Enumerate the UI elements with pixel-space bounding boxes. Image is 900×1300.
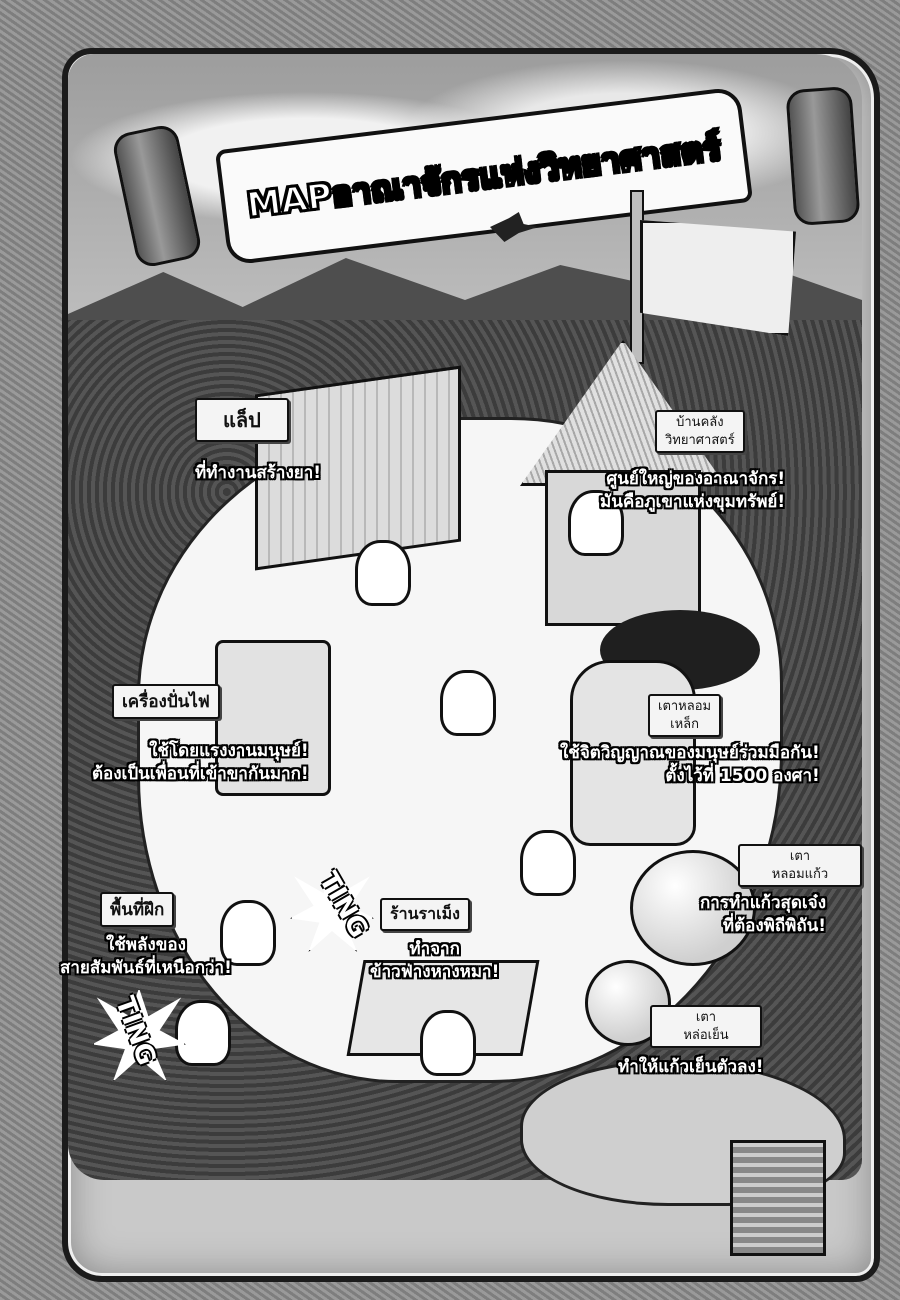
- ramen-shop-caption-line1: ทำจาก: [409, 939, 460, 959]
- glass-furnace: [630, 850, 756, 966]
- glass-furnace-caption-line1: การทำแก้วสุดเจ๋ง: [700, 893, 827, 913]
- storehouse-caption: ศูนย์ใหญ่ของอาณาจักร! มันคือภูเขาแห่งขุม…: [600, 468, 785, 514]
- ramen-shop-caption: ทำจาก ข้าวฟ่างหางหมา!: [370, 938, 499, 984]
- cooling-furnace-label-line2: หล่อเย็น: [683, 1027, 729, 1043]
- training-ground-caption-line1: ใช้พลังของ: [105, 935, 186, 955]
- character-senku: [568, 490, 624, 556]
- ramen-shop-sign: ร้านราเม็ง: [380, 898, 470, 931]
- character-fighter: [175, 1000, 231, 1066]
- storehouse-caption-line2: มันคือภูเขาแห่งขุมทรัพย์!: [600, 491, 786, 512]
- lab-caption: ที่ทำงานสร้างยา!: [195, 463, 322, 483]
- storehouse-caption-line1: ศูนย์ใหญ่ของอาณาจักร!: [606, 469, 786, 489]
- ramen-shop-caption-line2: ข้าวฟ่างหางหมา!: [370, 961, 500, 982]
- cooling-furnace-caption: ทำให้แก้วเย็นตัวลง!: [618, 1057, 764, 1077]
- glass-furnace-caption-line2: ที่ต้องพิถีพิถัน!: [722, 915, 827, 936]
- generator: [215, 640, 331, 796]
- storehouse-sign: บ้านคลัง วิทยาศาสตร์: [655, 410, 745, 454]
- iron-furnace-label-line2: เหล็ก: [670, 716, 699, 732]
- character-ginro: [220, 900, 276, 966]
- generator-caption-line2: ต้องเป็นเพื่อนที่เข้าขากันมาก!: [92, 763, 309, 784]
- storehouse-label-line2: วิทยาศาสตร์: [665, 432, 735, 448]
- iron-furnace: [570, 660, 696, 846]
- iron-furnace-caption-line1: ใช้จิตวิญญาณของมนุษย์ร่วมมือกัน!: [560, 743, 820, 763]
- glass-furnace-label-line1: เตา: [789, 849, 811, 864]
- training-ground-caption-line2: สายสัมพันธ์ที่เหนือกว่า!: [60, 957, 232, 978]
- ramen-shop-label: ร้านราเม็ง: [390, 904, 460, 923]
- glass-furnace-sign: เตา หลอมแก้ว: [738, 844, 862, 888]
- iron-furnace-label-line1: เตาหลอม: [658, 699, 712, 714]
- iron-furnace-caption: ใช้จิตวิญญาณของมนุษย์ร่วมมือกัน! ตั้งไว้…: [560, 742, 820, 788]
- iron-furnace-caption-line2: ตั้งไว้ที่ 1500 องศา!: [665, 765, 820, 786]
- cooling-furnace-label-line1: เตา: [695, 1010, 717, 1025]
- training-ground-sign: พื้นที่ฝึก: [100, 892, 175, 927]
- lab-label: แล็ป: [223, 408, 261, 432]
- training-ground-caption: ใช้พลังของ สายสัมพันธ์ที่เหนือกว่า!: [60, 934, 232, 980]
- generator-caption: ใช้โดยแรงงานมนุษย์! ต้องเป็นเพื่อนที่เข้…: [92, 740, 309, 786]
- lab-sign: แล็ป: [195, 398, 289, 442]
- scroll-roller-right: [785, 85, 861, 227]
- generator-caption-line1: ใช้โดยแรงงานมนุษย์!: [149, 741, 309, 761]
- generator-label: เครื่องปั่นไฟ: [122, 692, 210, 712]
- glass-furnace-label-line2: หลอมแก้ว: [771, 866, 829, 882]
- character-chrome: [355, 540, 411, 606]
- generator-sign: เครื่องปั่นไฟ: [112, 684, 220, 719]
- iron-furnace-sign: เตาหลอม เหล็ก: [648, 694, 722, 738]
- glass-furnace-caption: การทำแก้วสุดเจ๋ง ที่ต้องพิถีพิถัน!: [700, 892, 826, 938]
- storehouse-label-line1: บ้านคลัง: [676, 415, 724, 430]
- training-ground-label: พื้นที่ฝึก: [110, 900, 165, 920]
- bridge: [730, 1140, 826, 1256]
- character-ramen-eater: [420, 1010, 476, 1076]
- character-kinro: [440, 670, 496, 736]
- character-suika: [520, 830, 576, 896]
- cooling-furnace-sign: เตา หล่อเย็น: [650, 1005, 762, 1049]
